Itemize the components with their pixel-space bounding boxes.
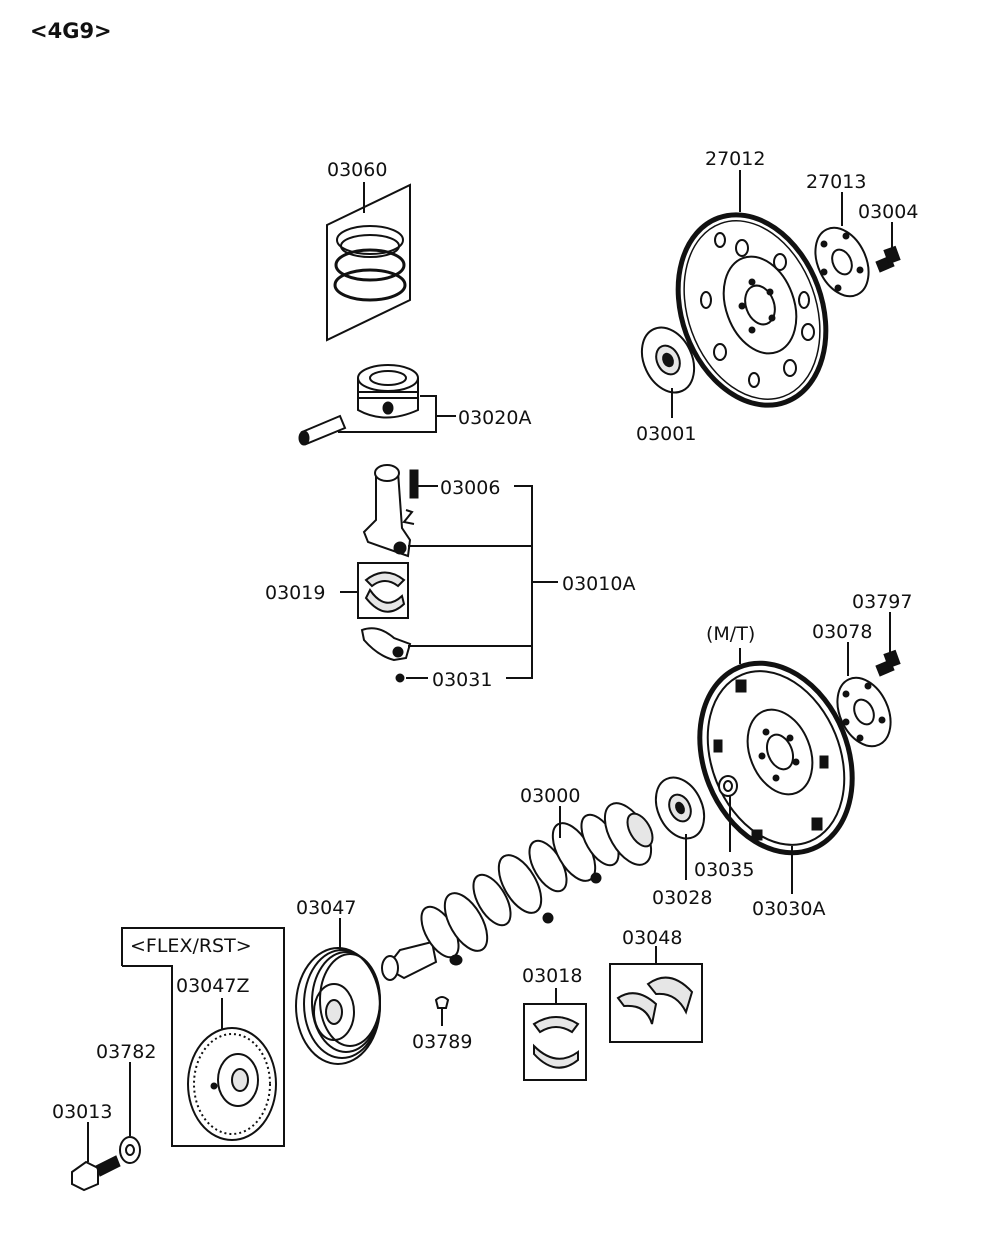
label-03797[interactable]: 03797: [852, 591, 912, 613]
label-03010A[interactable]: 03010A: [562, 573, 635, 595]
drive-plate[interactable]: [653, 194, 852, 426]
crankshaft-pulley-flex[interactable]: [187, 1027, 277, 1141]
label-03031[interactable]: 03031: [432, 669, 492, 691]
flywheel[interactable]: [673, 640, 880, 876]
label-03019[interactable]: 03019: [265, 582, 325, 604]
flex-rst-option-box: [121, 927, 285, 1147]
group-mt-label: (M/T): [706, 623, 755, 645]
crankshaft-spacer-mt[interactable]: [647, 770, 714, 847]
label-03789[interactable]: 03789: [412, 1031, 472, 1053]
crankshaft-key[interactable]: [434, 996, 450, 1009]
crankshaft-pulley[interactable]: [295, 947, 381, 1065]
label-03013[interactable]: 03013: [52, 1101, 112, 1123]
piston-ring-set[interactable]: [326, 183, 411, 342]
label-03020A[interactable]: 03020A: [458, 407, 531, 429]
adapter-plate[interactable]: [805, 219, 879, 305]
label-03782[interactable]: 03782: [96, 1041, 156, 1063]
rod-bearing[interactable]: [357, 562, 409, 619]
flywheel-bolt[interactable]: [875, 649, 901, 677]
group-flex-rst-label: <FLEX/RST>: [130, 935, 252, 957]
label-27013[interactable]: 27013: [806, 171, 866, 193]
thrust-bearing-set[interactable]: [609, 963, 703, 1043]
connecting-rod-nut[interactable]: [395, 673, 405, 683]
label-03001[interactable]: 03001: [636, 423, 696, 445]
label-03047[interactable]: 03047: [296, 897, 356, 919]
label-03028[interactable]: 03028: [652, 887, 712, 909]
drive-plate-bolt[interactable]: [875, 245, 901, 273]
label-03004[interactable]: 03004: [858, 201, 918, 223]
label-03060[interactable]: 03060: [327, 159, 387, 181]
label-03048[interactable]: 03048: [622, 927, 682, 949]
diagram-title: <4G9>: [30, 19, 112, 43]
connecting-rod-cap[interactable]: [360, 627, 412, 662]
label-03030A[interactable]: 03030A: [752, 898, 825, 920]
label-27012[interactable]: 27012: [705, 148, 765, 170]
flywheel-plate[interactable]: [827, 669, 901, 755]
pulley-washer[interactable]: [119, 1136, 141, 1164]
label-03047Z[interactable]: 03047Z: [176, 975, 249, 997]
label-03000[interactable]: 03000: [520, 785, 580, 807]
main-bearing-set[interactable]: [523, 1003, 587, 1081]
connecting-rod[interactable]: [362, 464, 419, 558]
label-03018[interactable]: 03018: [522, 965, 582, 987]
label-03078[interactable]: 03078: [812, 621, 872, 643]
pilot-bushing[interactable]: [718, 775, 738, 797]
crankshaft-spacer[interactable]: [632, 319, 704, 401]
label-03006[interactable]: 03006: [440, 477, 500, 499]
piston-and-pin[interactable]: [298, 364, 419, 446]
label-03035[interactable]: 03035: [694, 859, 754, 881]
pulley-bolt[interactable]: [71, 1155, 121, 1192]
crankshaft[interactable]: [381, 796, 661, 981]
